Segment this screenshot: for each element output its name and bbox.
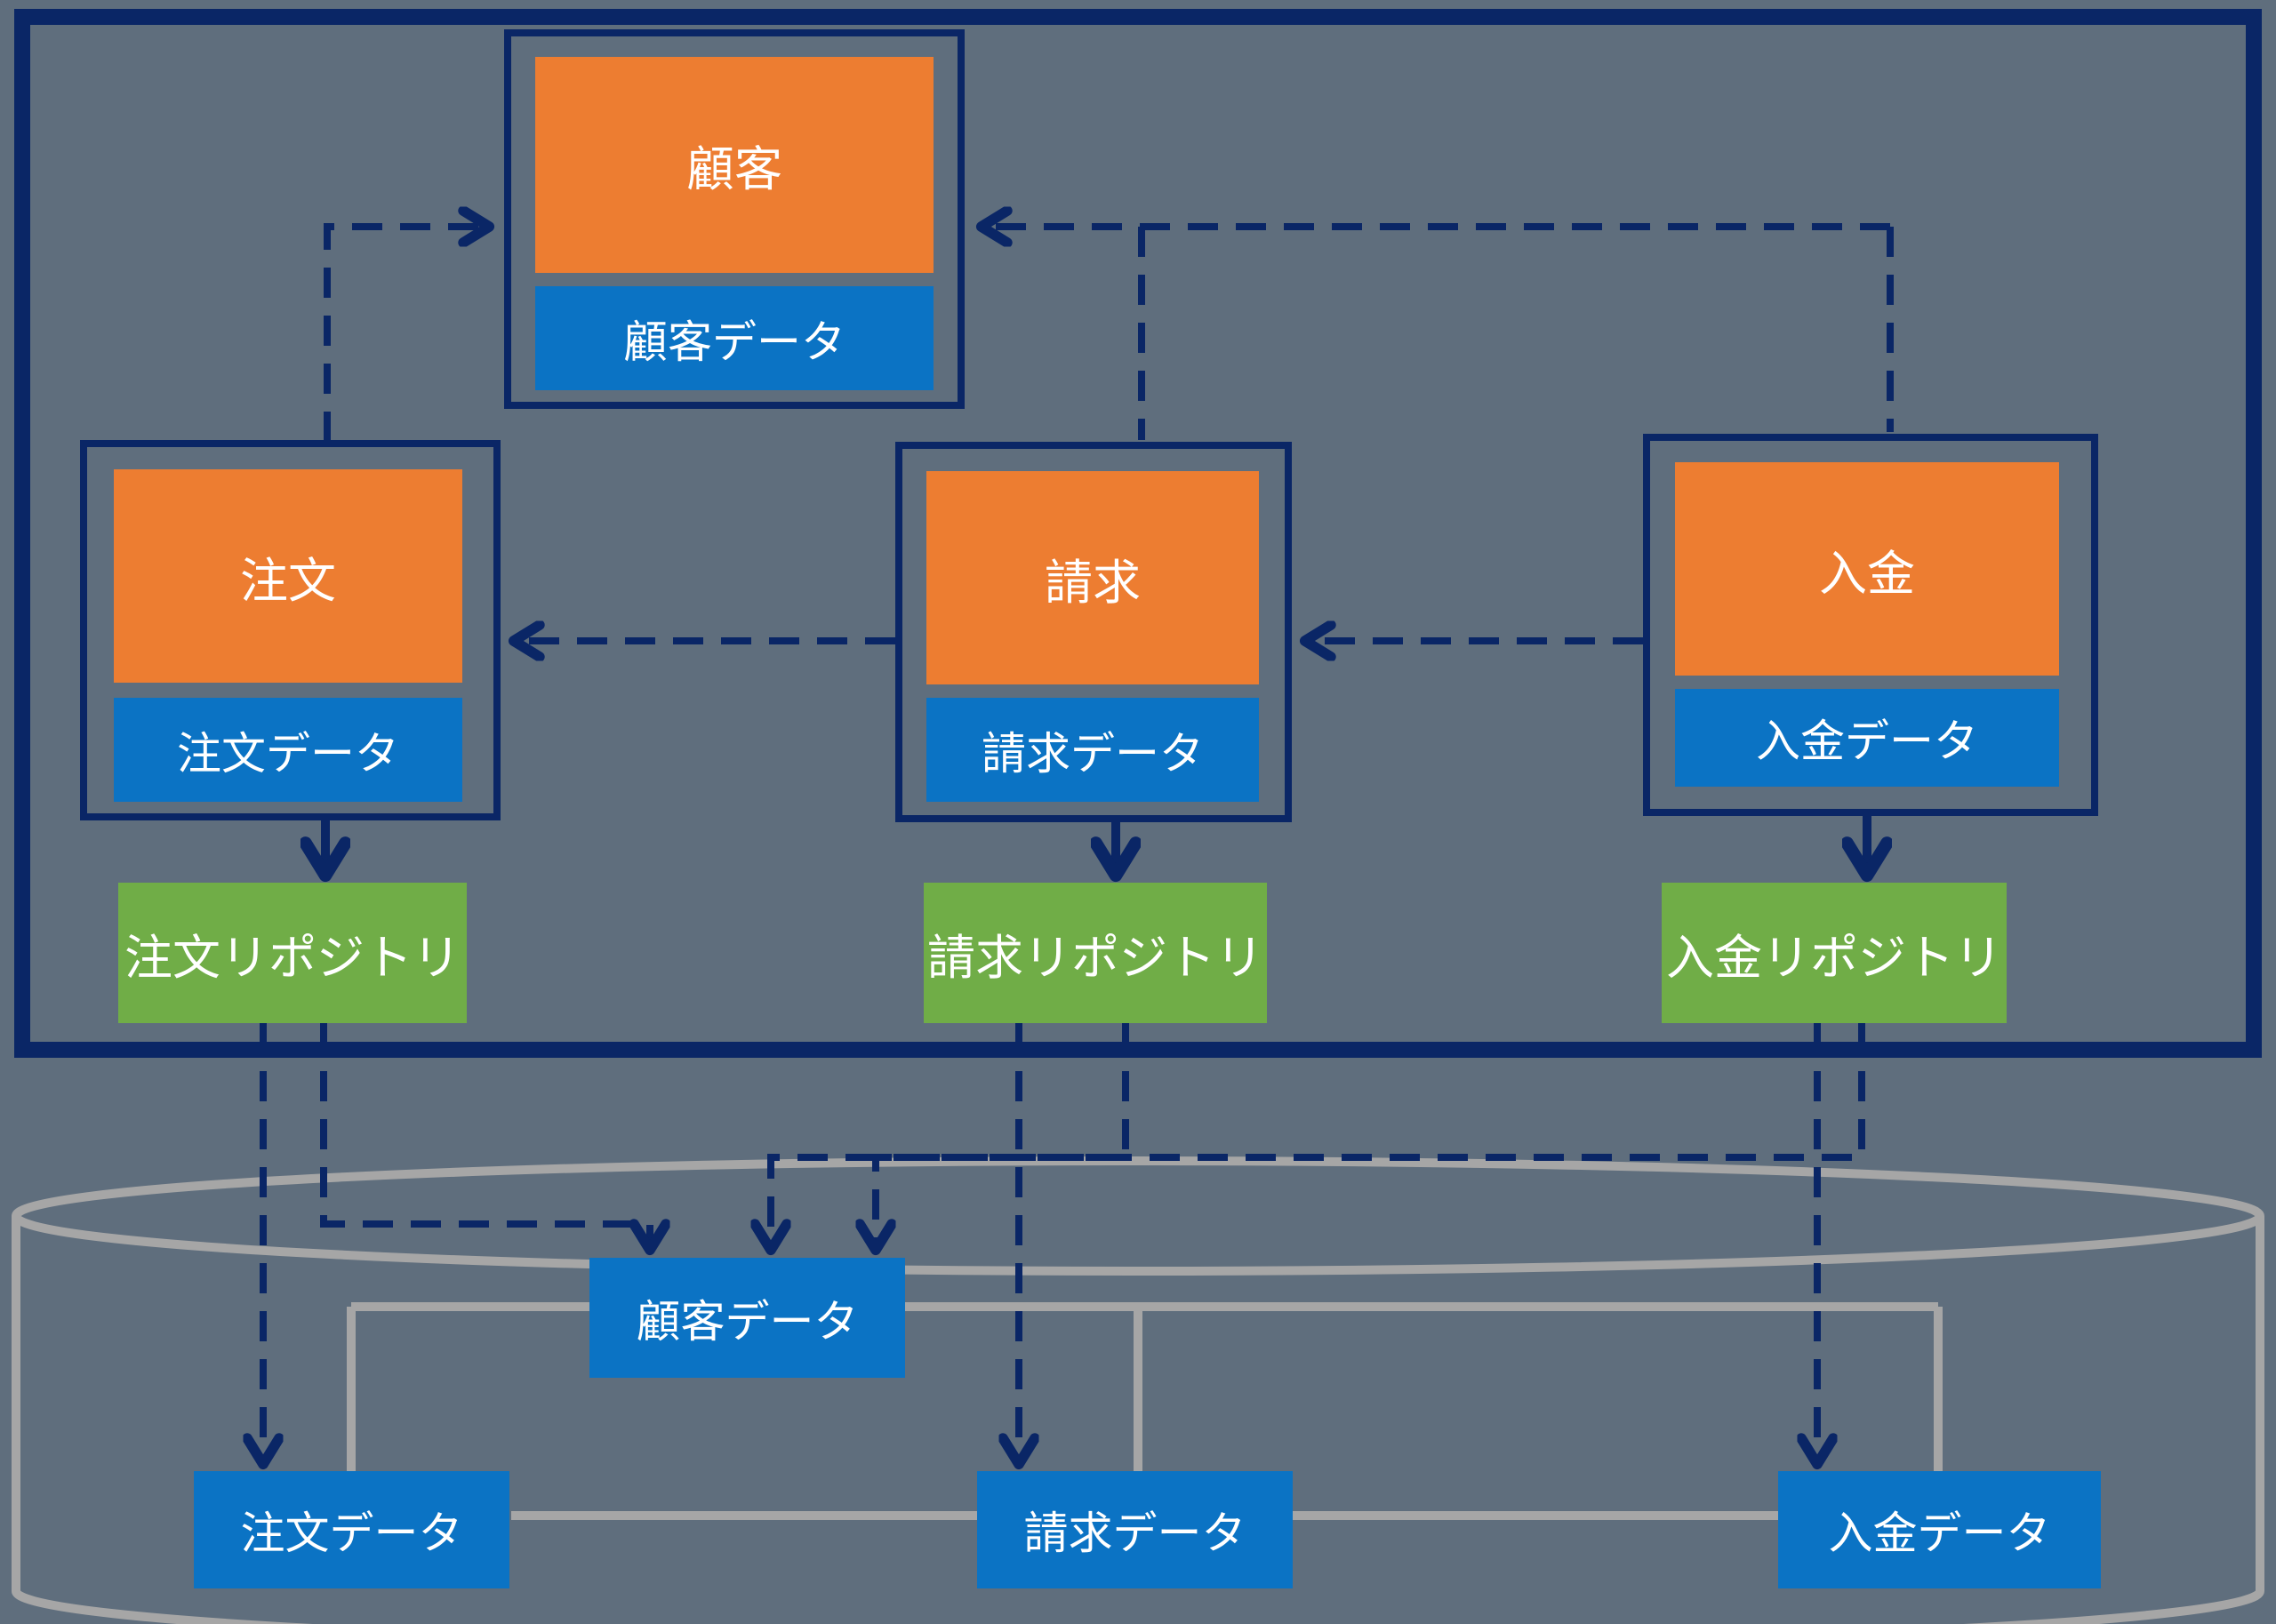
db-payment-data-box: 入金データ [1778,1471,2101,1588]
billing-entity-box: 請求 [926,471,1259,684]
payment-repository-label: 入金リポジトリ [1666,931,2002,985]
payment-entity-box: 入金 [1675,462,2059,676]
payment-data-box: 入金データ [1675,689,2059,787]
payment-context [1643,434,2098,816]
customer-context [504,29,965,409]
customer-entity-box: 顧客 [535,57,934,273]
outer-boundary [14,9,2262,1058]
db-customer-data-label: 顧客データ [636,1296,859,1347]
db-order-data-box: 注文データ [194,1471,509,1588]
db-billing-data-box: 請求データ [977,1471,1293,1588]
order-entity-box: 注文 [114,469,462,683]
order-data-box: 注文データ [114,698,462,802]
billing-data-label: 請求データ [982,728,1204,779]
billing-repository-box: 請求リポジトリ [924,883,1267,1023]
db-billing-data-label: 請求データ [1023,1508,1246,1558]
order-data-label: 注文データ [177,728,399,779]
customer-entity-label: 顧客 [686,143,782,196]
payment-entity-label: 入金 [1819,547,1915,601]
order-repository-label: 注文リポジトリ [124,931,461,985]
billing-data-box: 請求データ [926,698,1259,802]
customer-data-box: 顧客データ [535,286,934,390]
order-repository-box: 注文リポジトリ [118,883,467,1023]
payment-repository-box: 入金リポジトリ [1662,883,2007,1023]
billing-context [895,442,1292,822]
billing-repository-label: 請求リポジトリ [927,931,1263,985]
db-order-data-label: 注文データ [240,1508,463,1558]
order-context [80,440,501,820]
payment-data-label: 入金データ [1756,716,1978,766]
customer-data-label: 顧客データ [623,316,845,367]
db-payment-data-label: 入金データ [1828,1508,2051,1558]
db-customer-data-box: 顧客データ [589,1258,905,1378]
billing-entity-label: 請求 [1045,556,1141,610]
order-entity-label: 注文 [240,554,336,608]
